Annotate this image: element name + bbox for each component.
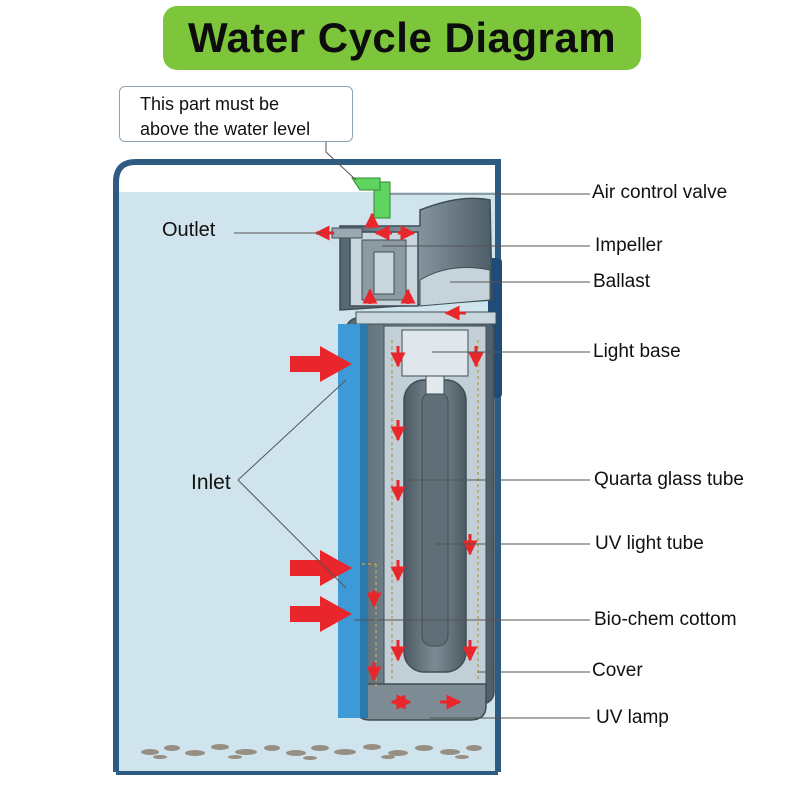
filter-body xyxy=(331,197,497,721)
note-line-1: This part must be xyxy=(140,94,280,114)
title-banner: Water Cycle Diagram xyxy=(163,6,641,70)
callout-note: This part must be above the water level xyxy=(119,86,353,142)
label-bio-chem-cotton: Bio-chem cottom xyxy=(594,609,737,630)
intake-panel xyxy=(338,324,377,718)
note-line-2: above the water level xyxy=(140,119,311,139)
inlet-arrows xyxy=(290,346,352,632)
air-control-valve xyxy=(351,177,391,219)
flow-arrows xyxy=(314,212,484,710)
diagram-title: Water Cycle Diagram xyxy=(187,14,617,61)
label-uv-lamp: UV lamp xyxy=(596,707,669,728)
label-impeller: Impeller xyxy=(595,235,663,256)
label-quartz-glass-tube: Quarta glass tube xyxy=(594,469,744,490)
label-light-base: Light base xyxy=(593,341,681,362)
label-ballast: Ballast xyxy=(593,271,651,292)
gravel-bed xyxy=(141,744,482,760)
label-cover: Cover xyxy=(592,660,643,681)
leader-lines xyxy=(234,142,590,719)
label-inlet: Inlet xyxy=(191,471,231,494)
label-uv-light-tube: UV light tube xyxy=(595,533,704,554)
label-outlet: Outlet xyxy=(162,219,216,241)
label-air-control-valve: Air control valve xyxy=(592,182,728,203)
